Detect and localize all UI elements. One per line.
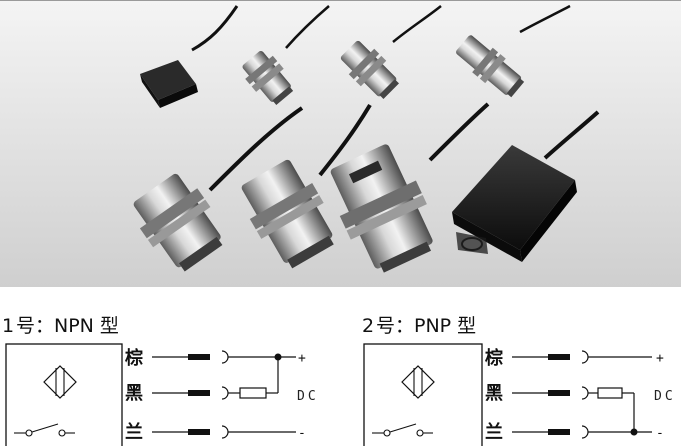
npn-number: 1	[2, 315, 14, 337]
pnp-dc-label: DC	[654, 389, 676, 404]
npn-wire-blue	[152, 425, 296, 439]
npn-wire-black	[152, 357, 279, 400]
npn-wiring-diagram: 1 号：NPN 型 棕 黑 兰	[2, 315, 319, 446]
pnp-switch-icon	[372, 423, 433, 437]
cylindrical-sensor-m18-2	[241, 103, 372, 269]
npn-wire-label-blue: 兰	[125, 421, 143, 443]
pnp-title: 号：PNP 型	[376, 315, 476, 337]
npn-wire-brown	[152, 350, 296, 364]
cylindrical-sensor-m8-3	[456, 4, 571, 98]
cylindrical-sensor-m18-1	[133, 106, 304, 272]
pnp-junction-dot	[630, 428, 638, 436]
cylindrical-sensor-m8-2	[340, 5, 442, 99]
pnp-wire-label-blue: 兰	[485, 421, 503, 443]
cylindrical-sensor-m8-1	[242, 5, 330, 105]
pnp-wiring-diagram: 2 号：PNP 型 棕 黑 兰	[362, 315, 676, 446]
sensor-product-photo	[0, 0, 681, 287]
npn-sensor-body	[5, 343, 123, 446]
rectangular-sensor-small	[140, 5, 239, 108]
photo-background	[0, 0, 681, 287]
pnp-wire-black	[512, 386, 635, 432]
pnp-wire-label-black: 黑	[485, 383, 503, 404]
npn-title: 号：NPN 型	[16, 315, 119, 337]
npn-wire-label-brown: 棕	[125, 347, 143, 369]
npn-switch-icon	[14, 423, 75, 437]
rectangular-sensor-large	[452, 110, 600, 262]
pnp-sensor-body	[363, 343, 483, 446]
wiring-diagrams: 1 号：NPN 型 棕 黑 兰	[2, 315, 676, 446]
cylindrical-sensor-m30	[330, 102, 490, 273]
npn-sensor-symbol-icon	[43, 365, 77, 399]
pnp-wire-blue	[512, 425, 652, 439]
pnp-number: 2	[362, 315, 374, 337]
npn-dc-label: DC	[297, 389, 319, 404]
npn-plus-sign: +	[298, 351, 306, 366]
pnp-plus-sign: +	[656, 351, 664, 366]
npn-minus-sign: -	[298, 426, 306, 441]
npn-wire-label-black: 黑	[125, 383, 143, 404]
pnp-sensor-symbol-icon	[401, 365, 435, 399]
pnp-wire-brown	[512, 350, 652, 364]
pnp-minus-sign: -	[656, 426, 664, 441]
pnp-wire-label-brown: 棕	[485, 347, 503, 369]
